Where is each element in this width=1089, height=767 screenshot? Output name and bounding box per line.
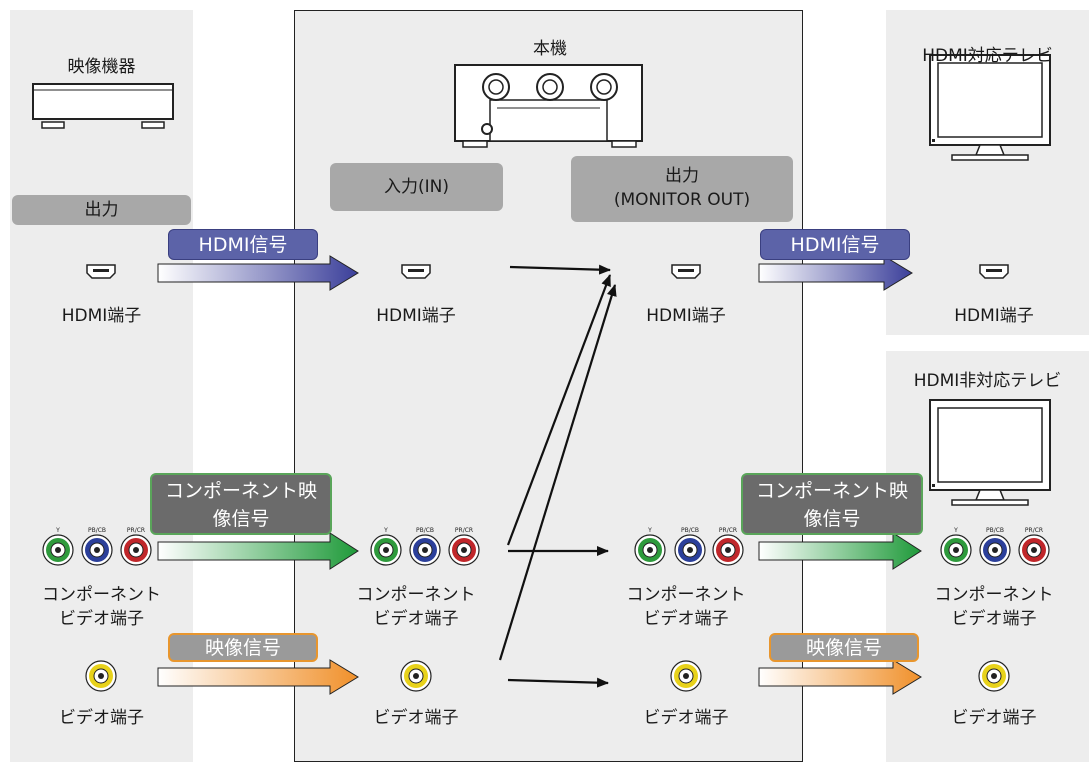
component-signal-tag: コンポーネント映 像信号	[741, 473, 923, 535]
component-jacks-source	[42, 534, 152, 566]
hdmi-port-icon	[86, 264, 116, 279]
hdmi-port-icon	[401, 264, 431, 279]
video-signal-arrow-1	[157, 659, 359, 695]
component-terminal-label: コンポーネント ビデオ端子	[10, 583, 193, 631]
component-jacks-receiver-in	[370, 534, 480, 566]
video-jack-icon	[978, 660, 1010, 692]
jack-labels: Y PB/CB PR/CR Y PB/CB PR/CR Y PB/CB PR/CR Y PB/…	[55, 527, 1043, 534]
hdmi-tv-title: HDMI対応テレビ	[922, 46, 1053, 66]
component-terminal-line1: コンポーネント	[42, 585, 161, 605]
component-terminal-label: コンポーネント ビデオ端子	[336, 583, 496, 631]
video-jack-icon	[400, 660, 432, 692]
source-output-label: 出力	[12, 195, 191, 225]
svg-text:PR/CR: PR/CR	[719, 527, 737, 534]
hdmi-terminal-label: HDMI端子	[61, 306, 142, 326]
svg-text:PB/CB: PB/CB	[681, 527, 699, 534]
component-signal-arrow-1	[157, 532, 359, 570]
hdmi-port-icon	[979, 264, 1009, 279]
non-hdmi-tv-icon	[929, 399, 1051, 506]
video-terminal-label: ビデオ端子	[643, 708, 729, 728]
component-terminal-line2: ビデオ端子	[951, 609, 1037, 629]
svg-text:Y: Y	[383, 527, 388, 534]
receiver-output-label-line2: (MONITOR OUT)	[613, 190, 751, 210]
video-signal-tag: 映像信号	[168, 633, 318, 662]
video-signal-arrow-2	[758, 659, 922, 695]
svg-text:PB/CB: PB/CB	[416, 527, 434, 534]
svg-text:PB/CB: PB/CB	[986, 527, 1004, 534]
non-hdmi-tv-title: HDMI非対応テレビ	[913, 371, 1062, 391]
hdmi-terminal-label: HDMI端子	[376, 306, 456, 326]
component-signal-line2: 像信号	[212, 508, 270, 530]
svg-text:PB/CB: PB/CB	[88, 527, 106, 534]
receiver-icon	[454, 64, 643, 148]
component-terminal-line1: コンポーネント	[356, 585, 476, 605]
source-device-panel	[10, 10, 193, 762]
hdmi-signal-tag: HDMI信号	[760, 229, 910, 260]
svg-text:PR/CR: PR/CR	[1025, 527, 1043, 534]
component-signal-line1: コンポーネント映	[755, 480, 908, 502]
receiver-title: 本機	[533, 39, 567, 59]
component-jacks-receiver-out	[634, 534, 744, 566]
hdmi-signal-arrow-1	[157, 255, 359, 291]
source-device-icon	[32, 83, 174, 129]
component-terminal-line2: ビデオ端子	[59, 609, 144, 629]
component-terminal-label: コンポーネント ビデオ端子	[914, 583, 1074, 631]
hdmi-terminal-label: HDMI端子	[646, 306, 726, 326]
component-terminal-line1: コンポーネント	[934, 585, 1054, 605]
svg-text:Y: Y	[953, 527, 958, 534]
video-jack-icon	[670, 660, 702, 692]
component-terminal-label: コンポーネント ビデオ端子	[606, 583, 766, 631]
video-jack-icon	[85, 660, 117, 692]
component-terminal-line2: ビデオ端子	[373, 609, 459, 629]
source-device-title: 映像機器	[67, 57, 136, 77]
svg-text:PR/CR: PR/CR	[455, 527, 473, 534]
video-terminal-label: ビデオ端子	[59, 708, 144, 728]
receiver-output-label-line1: 出力	[665, 166, 699, 186]
svg-text:Y: Y	[647, 527, 652, 534]
hdmi-port-icon	[671, 264, 701, 279]
component-signal-line2: 像信号	[803, 508, 861, 530]
video-terminal-label: ビデオ端子	[951, 708, 1037, 728]
component-signal-tag: コンポーネント映 像信号	[150, 473, 332, 535]
component-jacks-tv	[940, 534, 1050, 566]
video-signal-tag: 映像信号	[769, 633, 919, 662]
component-terminal-line2: ビデオ端子	[643, 609, 729, 629]
svg-text:Y: Y	[55, 527, 60, 534]
routing-arrows	[498, 264, 617, 688]
receiver-output-label: 出力 (MONITOR OUT)	[571, 156, 793, 222]
receiver-input-label: 入力(IN)	[330, 163, 503, 211]
hdmi-terminal-label: HDMI端子	[954, 306, 1034, 326]
component-terminal-line1: コンポーネント	[626, 585, 746, 605]
hdmi-tv-icon	[929, 54, 1051, 161]
component-signal-arrow-2	[758, 532, 922, 570]
hdmi-signal-tag: HDMI信号	[168, 229, 318, 260]
video-terminal-label: ビデオ端子	[373, 708, 459, 728]
hdmi-signal-arrow-2	[758, 255, 913, 291]
component-signal-line1: コンポーネント映	[164, 480, 317, 502]
svg-text:PR/CR: PR/CR	[127, 527, 145, 534]
